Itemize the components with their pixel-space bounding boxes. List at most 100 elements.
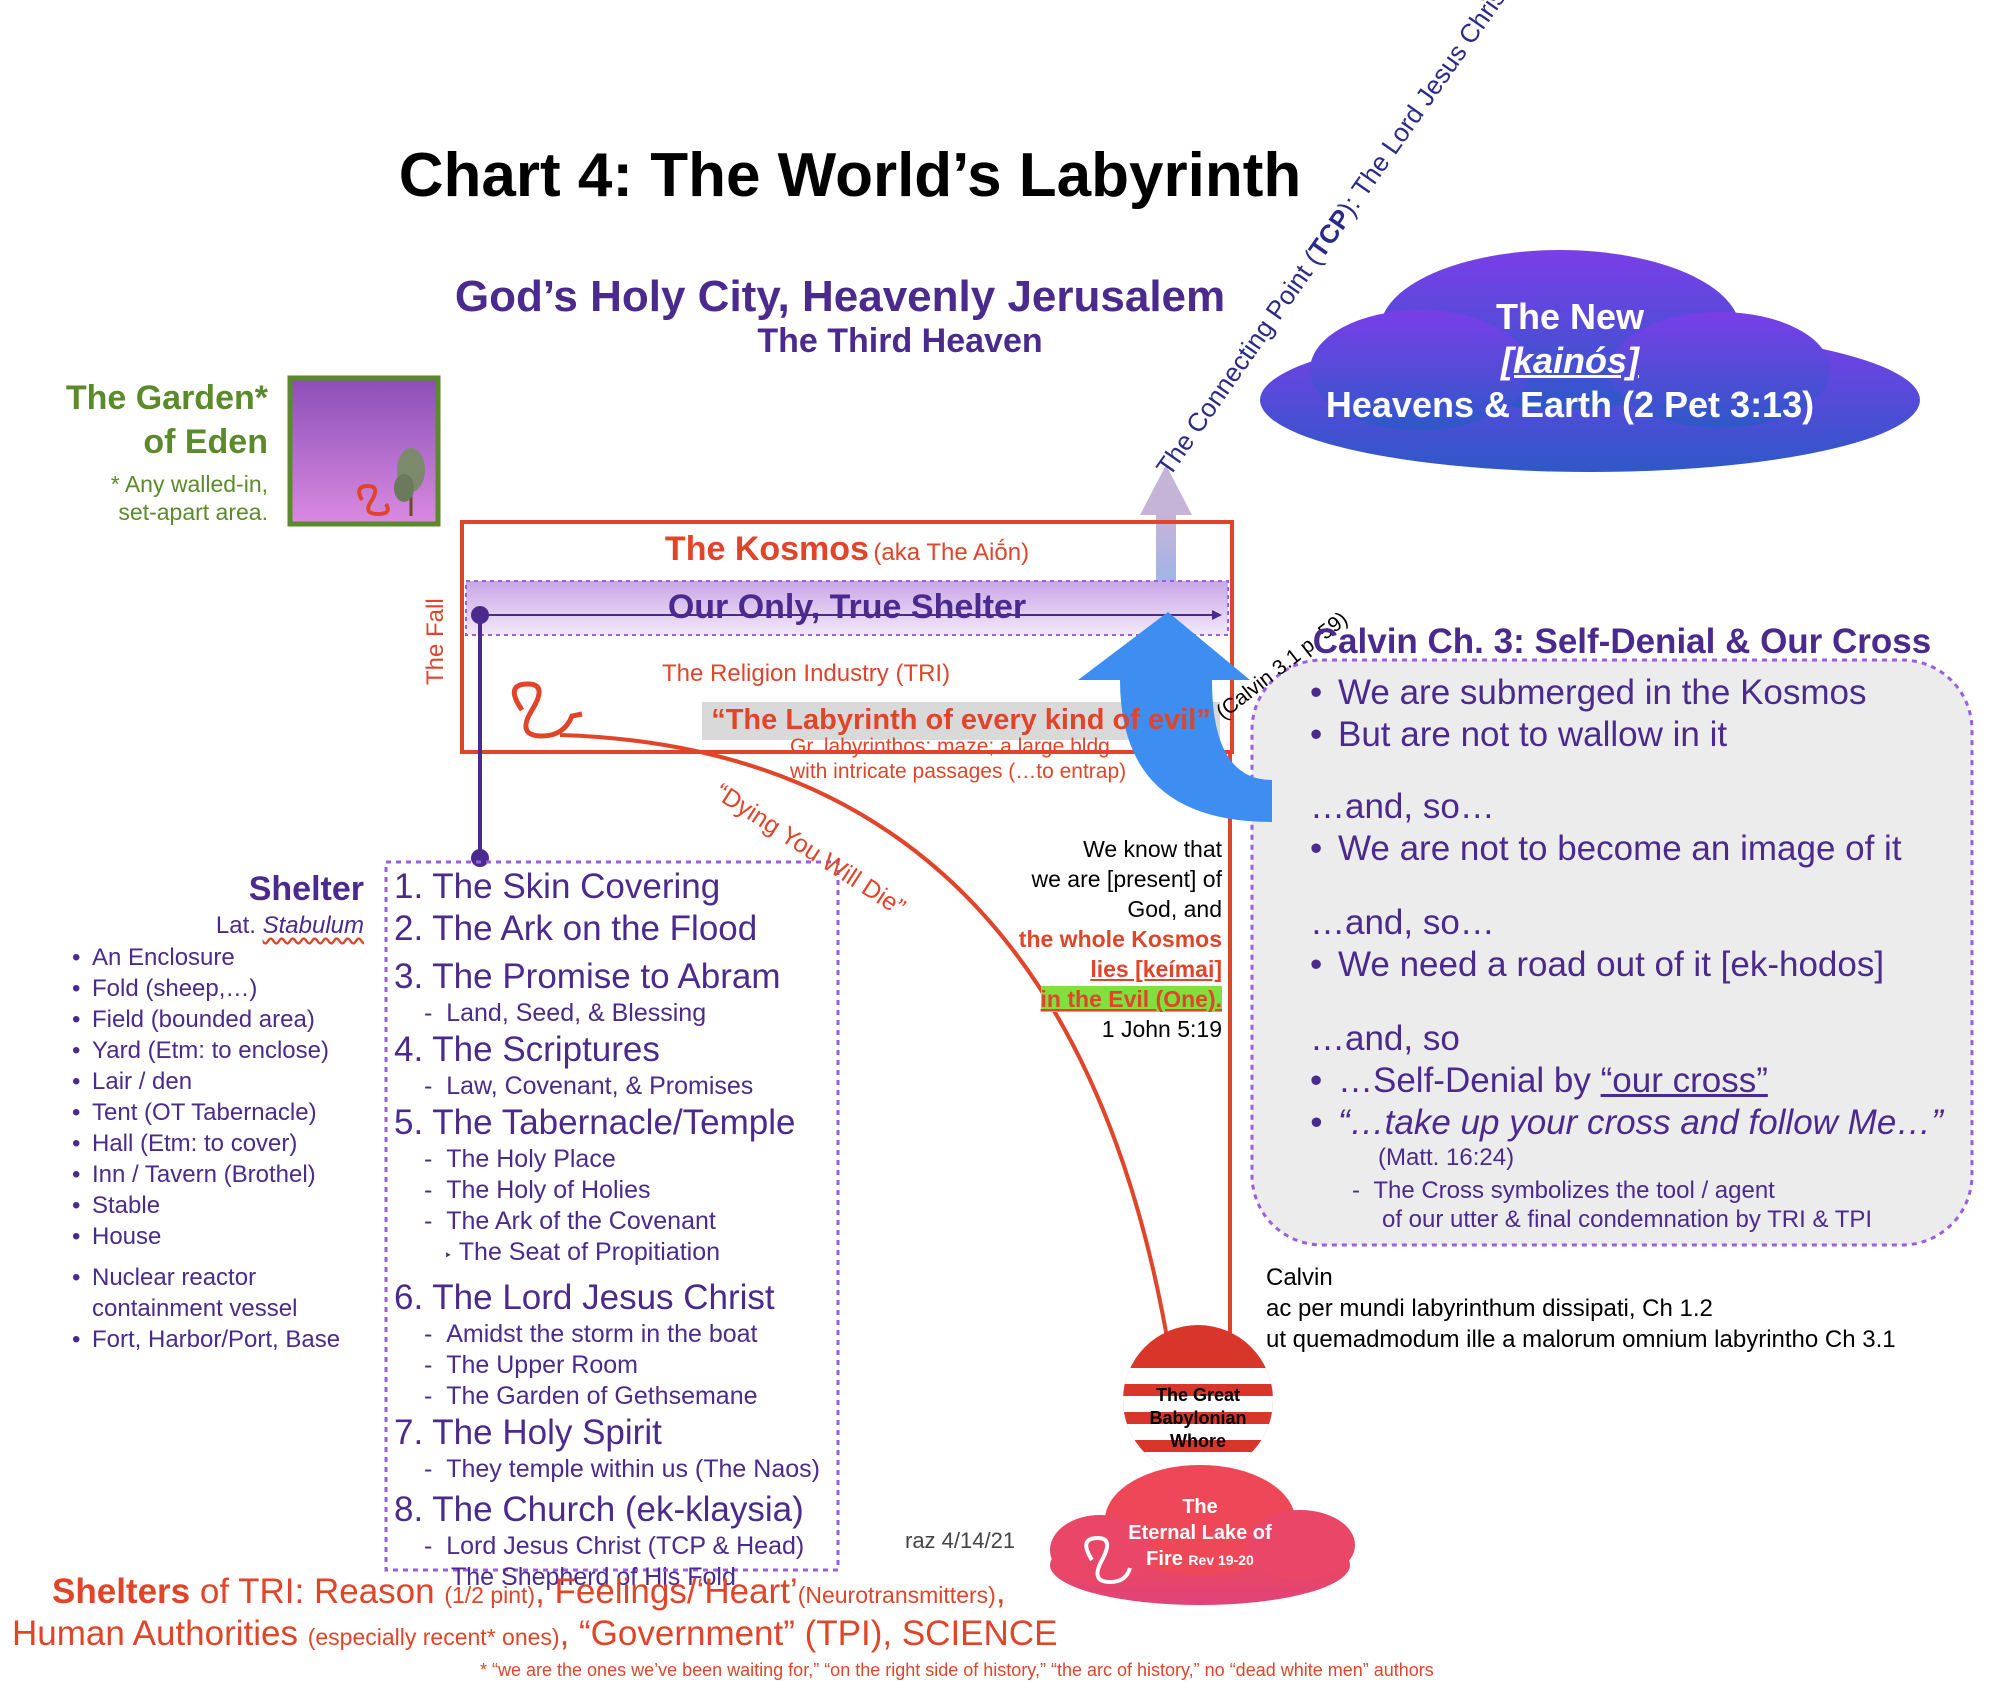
shelter-list: An Enclosure Fold (sheep,…) Field (bound… <box>72 942 372 1252</box>
page-title: Chart 4: The World’s Labyrinth <box>398 141 1302 210</box>
our-cross-link: “our cross” <box>1600 1061 1768 1100</box>
list-sub-item: - Law, Covenant, & Promises <box>424 1072 754 1100</box>
garden-label: The Garden* of Eden <box>20 376 268 464</box>
calvin-cross-note: - The Cross symbolizes the tool / agent … <box>1310 1176 1960 1234</box>
john-line5: lies [keímai] <box>1090 956 1222 982</box>
greek-note2: with intricate passages (…to entrap) <box>790 760 1127 783</box>
whore-icon <box>1123 1325 1273 1475</box>
shelter-lat: Lat. Stabulum <box>100 912 364 940</box>
third-heaven: The Third Heaven <box>757 322 1043 360</box>
whore-label: The Great Babylonian Whore <box>1123 1384 1273 1453</box>
list-item: 1. The Skin Covering <box>394 867 721 906</box>
john-line1: We know that <box>1083 836 1222 862</box>
list-item: 6. The Lord Jesus Christ <box>394 1278 775 1317</box>
lake-line2: Eternal Lake of <box>1128 1522 1272 1544</box>
new-heavens-line1: The New <box>1495 296 1645 337</box>
shelter-item: Nuclear reactor containment vessel <box>72 1262 372 1324</box>
shelter-item: Inn / Tavern (Brothel) <box>72 1159 372 1190</box>
calvin-latin: Calvin ac per mundi labyrinthum dissipat… <box>1266 1262 1896 1355</box>
shelter-item: Hall (Etm: to cover) <box>72 1128 372 1159</box>
tri-shelters-line2: Human Authorities (especially recent* on… <box>12 1614 1058 1653</box>
shelter-item: Field (bounded area) <box>72 1004 372 1035</box>
list-sub-item: - The Holy Place <box>424 1145 616 1173</box>
tree-icon <box>394 448 425 516</box>
list-subsub-item: ‣ The Seat of Propitiation <box>444 1238 721 1266</box>
shelter-item-text: Nuclear reactor <box>92 1264 257 1291</box>
calvin-and-so-3: …and, so <box>1310 1019 1460 1058</box>
new-heavens-cloud <box>1260 250 1920 472</box>
new-heavens-text: The New [kainós] Heavens & Earth (2 Pet … <box>1290 295 1850 427</box>
list-sub-item: - Lord Jesus Christ (TCP & Head) <box>424 1532 805 1560</box>
kosmos-name: The Kosmos <box>664 530 869 568</box>
whore-line2: Babylonian <box>1149 1408 1247 1428</box>
shelter-list-2: Nuclear reactor containment vessel Fort, … <box>72 1262 372 1355</box>
john-line3: God, and <box>1127 896 1222 922</box>
blue-curved-arrow <box>1078 612 1272 822</box>
shelter-item: An Enclosure <box>72 942 372 973</box>
list-sub-item: - The Holy of Holies <box>424 1176 651 1204</box>
fall-dot-bottom <box>471 849 489 867</box>
list-sub-item: - The Upper Room <box>424 1351 638 1379</box>
calvin-bullets-1: We are submerged in the Kosmos But are n… <box>1310 672 1960 756</box>
shelter-item: House <box>72 1221 372 1252</box>
labyrinth-quote: “The Labyrinth of every kind of evil” <box>711 704 1211 736</box>
tcp-arrow-head <box>1140 465 1192 515</box>
shelter-item: Fort, Harbor/Port, Base <box>72 1324 372 1355</box>
fall-label: The Fall <box>422 598 449 685</box>
kosmos-serpent-icon <box>511 681 583 739</box>
shelter-bar-label: Our Only, True Shelter <box>667 588 1027 626</box>
calvin-bullet: But are not to wallow in it <box>1310 714 1960 756</box>
garden-note: * Any walled-in, set-apart area. <box>40 470 268 526</box>
list-sub-item: - Land, Seed, & Blessing <box>424 999 707 1027</box>
john-line2: we are [present] of <box>1031 866 1223 892</box>
list-item: 4. The Scriptures <box>394 1030 660 1069</box>
religion-industry-label: The Religion Industry (TRI) <box>662 660 951 687</box>
new-heavens-line2: [kainós] <box>1500 340 1640 381</box>
list-item: 2. The Ark on the Flood <box>394 909 758 948</box>
john-line4: the whole Kosmos <box>1018 926 1222 952</box>
list-item: 3. The Promise to Abram <box>394 957 781 996</box>
shelter-bar <box>465 580 1229 636</box>
list-item: 7. The Holy Spirit <box>394 1413 662 1452</box>
numbered-list: 1. The Skin Covering 2. The Ark on the F… <box>394 866 844 1593</box>
list-sub-item: - The Garden of Gethsemane <box>424 1382 758 1410</box>
calvin-latin2: ac per mundi labyrinthum dissipati, Ch 1… <box>1266 1295 1713 1322</box>
kosmos-title: The Kosmos (aka The Aiṓn) <box>462 530 1232 569</box>
garden-line1: The Garden* <box>65 379 268 417</box>
holy-city-title: God’s Holy City, Heavenly Jerusalem <box>454 272 1226 321</box>
list-sub-item: - Amidst the storm in the boat <box>424 1320 758 1348</box>
garden-line2: of Eden <box>143 423 268 461</box>
john-line6: in the Evil (One). <box>960 984 1222 1014</box>
calvin-bullet: We are submerged in the Kosmos <box>1310 672 1960 714</box>
list-item: 5. The Tabernacle/Temple <box>394 1103 796 1142</box>
signature: raz 4/14/21 <box>905 1528 1016 1553</box>
calvin-bullet: We need a road out of it [ek-hodos] <box>1310 944 1960 986</box>
john-line6-highlight: in the Evil (One). <box>1040 986 1222 1012</box>
calvin-box-content: We are submerged in the Kosmos But are n… <box>1310 672 1960 1234</box>
dying-arc <box>559 733 1172 1356</box>
calvin-bullets-3: We need a road out of it [ek-hodos] <box>1310 944 1960 986</box>
garden-note1: * Any walled-in, <box>110 471 268 497</box>
lake-line1: The <box>1182 1496 1218 1518</box>
calvin-heading: Calvin Ch. 3: Self-Denial & Our Cross <box>1312 622 1932 661</box>
lake-serpent-icon <box>1084 1535 1132 1585</box>
shelter-title: Shelter <box>248 870 364 908</box>
calvin-and-so-1: …and, so… <box>1310 787 1495 826</box>
john-ref: 1 John 5:19 <box>1101 1016 1222 1042</box>
list-sub-item: - The Ark of the Covenant <box>424 1207 716 1235</box>
list-sub-item: The Shepherd of His Fold <box>451 1563 736 1591</box>
lake-label: The Eternal Lake of Fire Rev 19-20 <box>1110 1494 1290 1573</box>
calvin-bullet: “…take up your cross and follow Me…” <box>1310 1102 1960 1144</box>
tri-shelters-line1: Shelters of TRI: Reason (1/2 pint), Feel… <box>52 1572 1006 1611</box>
shelter-item-text: containment vessel <box>92 1295 298 1322</box>
calvin-bullet: We are not to become an image of it <box>1310 828 1960 870</box>
john-quote: We know that we are [present] of God, an… <box>960 834 1222 1044</box>
shelter-item: Tent (OT Tabernacle) <box>72 1097 372 1128</box>
greek-note: Gr. labyrinthos: maze; a large bldg with… <box>790 734 1126 784</box>
whore-line3: Whore <box>1170 1431 1226 1451</box>
lake-line3: Fire Rev 19-20 <box>1146 1548 1254 1570</box>
calvin-bullets-2: We are not to become an image of it <box>1310 828 1960 870</box>
shelter-item: Stable <box>72 1190 372 1221</box>
kosmos-box <box>460 520 1234 754</box>
garden-note2: set-apart area. <box>118 499 268 525</box>
